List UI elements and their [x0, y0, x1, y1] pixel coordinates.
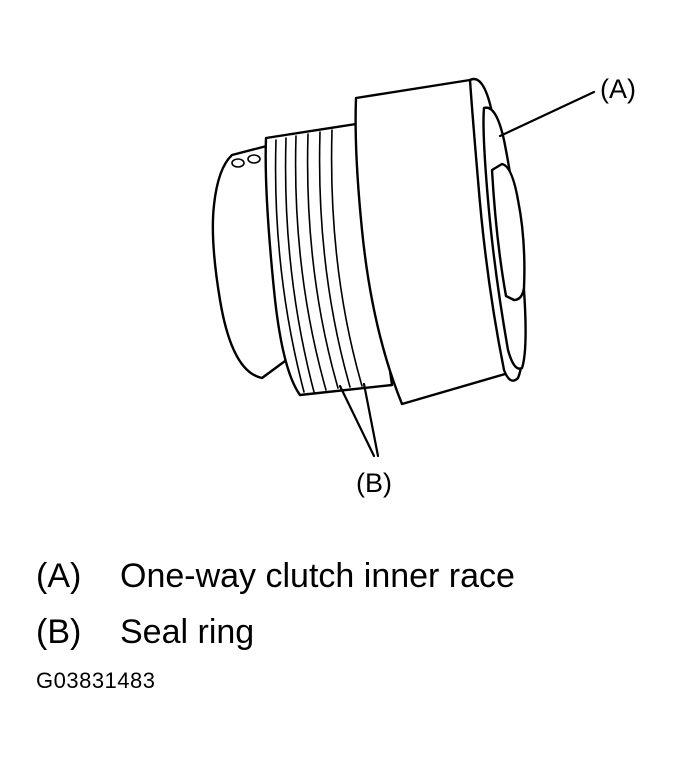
oil-hole	[247, 154, 261, 164]
legend-text: One-way clutch inner race	[120, 557, 515, 595]
leader-line-b	[362, 382, 380, 458]
clutch-inner-race-illustration: (A) (B)	[211, 74, 636, 498]
callout-a: (A)	[600, 74, 636, 104]
leader-line-b	[338, 384, 376, 458]
legend-row: (A) One-way clutch inner race	[36, 548, 515, 604]
leader-lines	[338, 90, 596, 458]
figure-id: G03831483	[36, 668, 156, 693]
legend-key: (A)	[36, 557, 82, 595]
callout-b: (B)	[356, 468, 392, 498]
legend-key: (B)	[36, 613, 82, 651]
legend: (A) One-way clutch inner race (B) Seal r…	[36, 548, 515, 660]
legend-row: (B) Seal ring	[36, 604, 515, 660]
leader-line-a	[498, 90, 596, 138]
oil-hole	[231, 158, 245, 168]
legend-text: Seal ring	[120, 613, 255, 651]
inner-race	[468, 77, 527, 382]
